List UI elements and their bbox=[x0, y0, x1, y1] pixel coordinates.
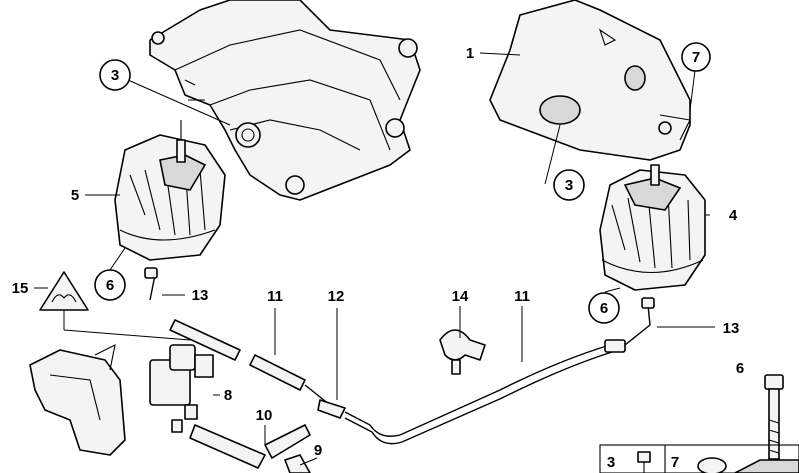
warning-label-icon bbox=[39, 271, 89, 311]
callout-3-top: 3 bbox=[99, 59, 131, 91]
callout-6-right-text: 6 bbox=[600, 300, 608, 317]
part-number-8: 8 bbox=[224, 387, 232, 404]
part-number-4: 4 bbox=[729, 207, 738, 224]
callout-6-left-text: 6 bbox=[106, 277, 114, 294]
part-number-11-right: 11 bbox=[514, 288, 530, 305]
part-number-13-left: 13 bbox=[192, 287, 209, 304]
part-number-7-box: 7 bbox=[671, 454, 679, 471]
callout-7: 7 bbox=[681, 42, 711, 72]
callout-3-top-text: 3 bbox=[111, 67, 119, 84]
part-number-15: 15 bbox=[12, 280, 29, 297]
callout-3-right-text: 3 bbox=[565, 177, 573, 194]
solenoid-valve bbox=[149, 344, 214, 433]
part-number-10: 10 bbox=[256, 407, 273, 424]
left-engine-mount bbox=[114, 120, 226, 261]
part-number-6-bolt: 6 bbox=[736, 360, 744, 377]
part-number-3-box: 3 bbox=[607, 454, 615, 471]
part-number-5: 5 bbox=[71, 187, 79, 204]
callout-7-text: 7 bbox=[692, 49, 700, 66]
part-number-9: 9 bbox=[314, 442, 322, 459]
right-engine-mount bbox=[599, 164, 706, 291]
part-number-11-left: 11 bbox=[267, 288, 283, 305]
heat-shield bbox=[29, 344, 126, 456]
part-number-1: 1 bbox=[466, 45, 474, 62]
leader-lines bbox=[34, 52, 715, 466]
callout-6-left: 6 bbox=[94, 269, 126, 301]
callout-3-right: 3 bbox=[553, 169, 585, 201]
hose-clip bbox=[439, 329, 486, 375]
part-number-14: 14 bbox=[452, 288, 469, 305]
part-number-12: 12 bbox=[328, 288, 345, 305]
bolt bbox=[764, 374, 784, 460]
part-number-13-right: 13 bbox=[723, 320, 740, 337]
vacuum-hoses bbox=[144, 267, 655, 473]
engine-support-bracket bbox=[149, 0, 421, 201]
callout-6-right: 6 bbox=[588, 292, 620, 324]
small-parts-box bbox=[599, 444, 799, 473]
right-engine-bracket bbox=[489, 0, 691, 161]
